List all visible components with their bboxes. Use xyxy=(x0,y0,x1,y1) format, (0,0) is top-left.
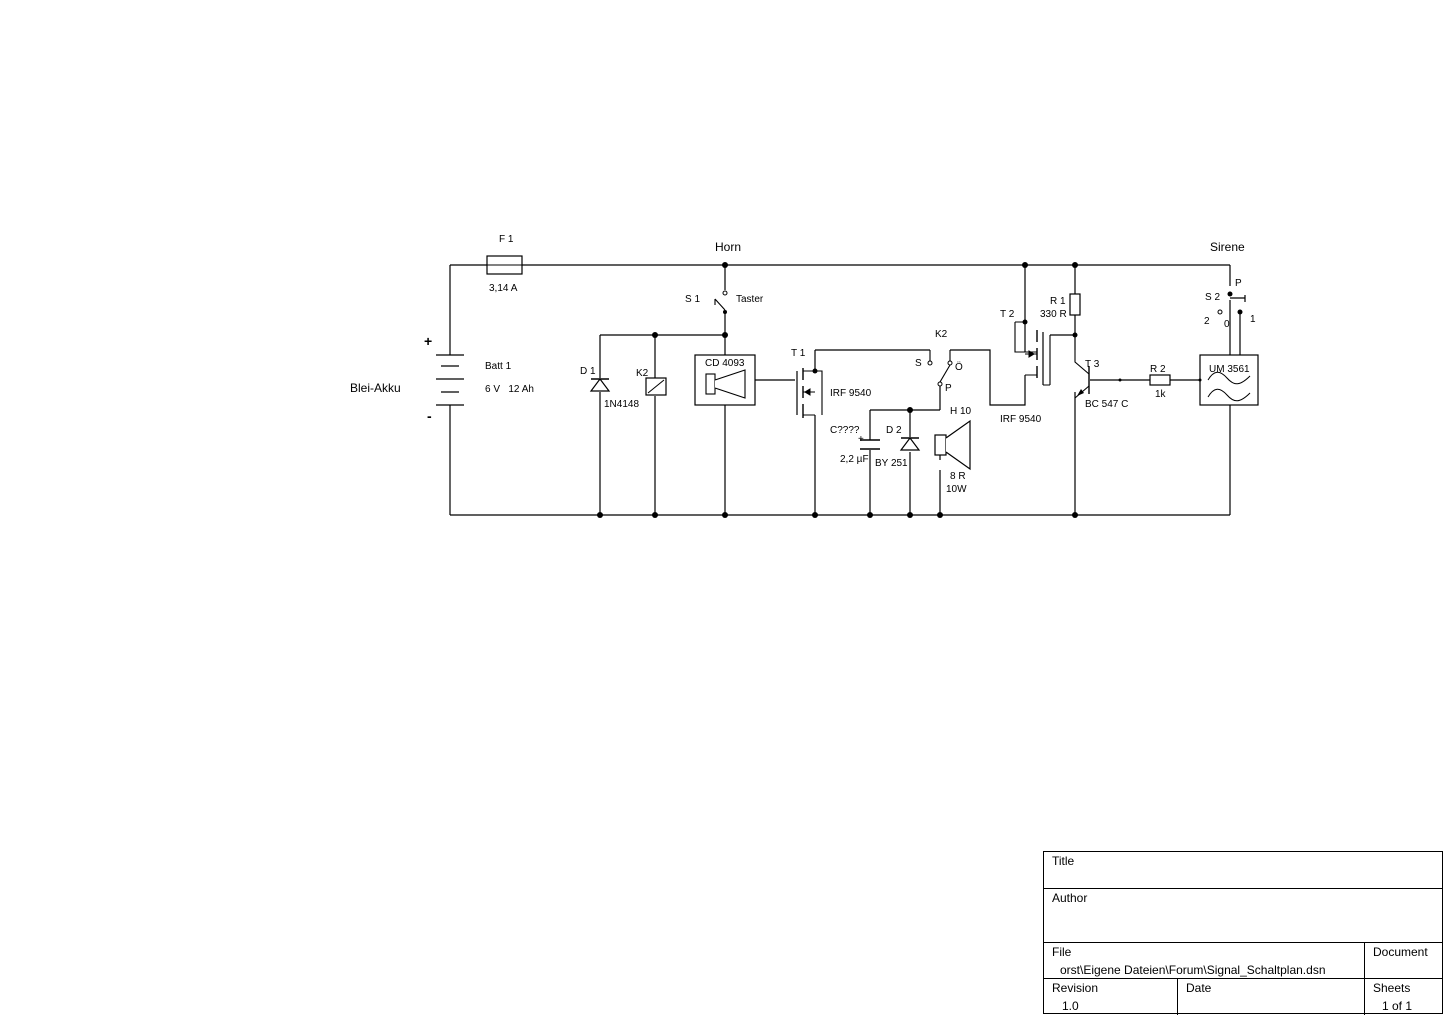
t3-value: BC 547 C xyxy=(1085,399,1128,410)
fuse-value: 3,14 A xyxy=(489,283,518,294)
relay-coil-k2: K2 xyxy=(636,368,667,396)
t2-ref: T 2 xyxy=(1000,309,1015,320)
battery-value: 6 V 12 Ah xyxy=(485,384,534,395)
revision-label: Revision xyxy=(1052,981,1099,995)
t3-ref: T 3 xyxy=(1085,359,1100,370)
capacitor-c: + C???? 2,2 µF xyxy=(830,425,880,465)
r1-value: 330 R xyxy=(1040,309,1067,320)
title-block: Title Author File orst\Eigene Dateien\Fo… xyxy=(1043,851,1443,1015)
date-label: Date xyxy=(1186,981,1212,995)
s1-ref: S 1 xyxy=(685,294,700,305)
author-label: Author xyxy=(1052,891,1088,905)
t2-value: IRF 9540 xyxy=(1000,414,1042,425)
battery-plus-sign: + xyxy=(424,333,432,349)
h10-watt: 10W xyxy=(946,484,967,495)
d1-value: 1N4148 xyxy=(604,399,639,410)
net-label-sirene: Sirene xyxy=(1210,240,1245,254)
battery-batt1: + - Blei-Akku Batt 1 6 V 12 Ah xyxy=(350,333,534,424)
date-cell: Date xyxy=(1177,979,1364,1015)
battery-minus-sign: - xyxy=(427,408,432,424)
resistor-r2: R 2 1k xyxy=(1149,364,1171,400)
wires xyxy=(449,264,1246,516)
sheets-cell: Sheets 1 of 1 xyxy=(1364,979,1443,1015)
c-plus-sign: + xyxy=(858,434,864,445)
t1-ref: T 1 xyxy=(791,348,806,359)
transistor-t3: T 3 BC 547 C xyxy=(1074,350,1128,410)
k2-switch-ref: K2 xyxy=(935,329,948,340)
c-ref: C???? xyxy=(830,425,860,436)
sheets-label: Sheets xyxy=(1373,981,1411,995)
switch-s1: S 1 Taster xyxy=(685,290,764,311)
file-value: orst\Eigene Dateien\Forum\Signal_Schaltp… xyxy=(1060,963,1326,977)
revision-row: Revision 1.0 Date Sheets 1 of 1 xyxy=(1044,978,1443,1015)
s2-contact-p: P xyxy=(1235,278,1242,289)
s2-position-1: 1 xyxy=(1250,314,1256,325)
s2-position-0: 0 xyxy=(1224,319,1230,330)
d2-value: BY 251 xyxy=(875,458,908,469)
diode-d1: D 1 1N4148 xyxy=(580,366,639,410)
r1-ref: R 1 xyxy=(1050,296,1066,307)
sheets-value: 1 of 1 xyxy=(1382,999,1413,1013)
s2-position-2: 2 xyxy=(1204,316,1210,327)
k2-coil-ref: K2 xyxy=(636,368,649,379)
battery-ref: Batt 1 xyxy=(485,361,512,372)
author-cell: Author xyxy=(1044,888,1442,942)
relay-switch-k2: K2 S Ö P xyxy=(915,329,963,394)
h10-ref: H 10 xyxy=(950,406,972,417)
mosfet-t1: T 1 IRF 9540 xyxy=(791,348,872,418)
cd4093-label: CD 4093 xyxy=(705,358,745,369)
document-label: Document xyxy=(1373,945,1428,959)
junction-dots xyxy=(597,262,1243,518)
revision-value: 1.0 xyxy=(1062,999,1079,1013)
t1-value: IRF 9540 xyxy=(830,388,872,399)
d1-ref: D 1 xyxy=(580,366,596,377)
document-cell: Document xyxy=(1364,943,1443,979)
file-cell: File orst\Eigene Dateien\Forum\Signal_Sc… xyxy=(1044,943,1364,979)
h10-ohm: 8 R xyxy=(950,471,966,482)
s2-ref: S 2 xyxy=(1205,292,1220,303)
r2-ref: R 2 xyxy=(1150,364,1166,375)
fuse-ref: F 1 xyxy=(499,234,514,245)
k2-contact-o: Ö xyxy=(955,361,963,373)
d2-ref: D 2 xyxy=(886,425,902,436)
diode-d2: D 2 BY 251 xyxy=(875,425,921,469)
s1-name: Taster xyxy=(736,294,764,305)
k2-contact-p: P xyxy=(945,383,952,394)
battery-name: Blei-Akku xyxy=(350,381,401,395)
fuse-f1: F 1 3,14 A xyxy=(486,234,523,294)
title-cell: Title xyxy=(1044,852,1442,888)
switch-s2: P S 2 2 0 1 xyxy=(1204,278,1256,330)
file-label: File xyxy=(1052,945,1072,959)
title-label: Title xyxy=(1052,854,1075,868)
resistor-r1: R 1 330 R xyxy=(1040,293,1081,320)
k2-contact-s: S xyxy=(915,358,922,369)
revision-cell: Revision 1.0 xyxy=(1044,979,1177,1015)
r2-value: 1k xyxy=(1155,389,1167,400)
ic-cd4093: CD 4093 xyxy=(694,354,756,406)
um3561-label: UM 3561 xyxy=(1209,364,1250,375)
file-row: File orst\Eigene Dateien\Forum\Signal_Sc… xyxy=(1044,942,1443,979)
ic-um3561: UM 3561 xyxy=(1199,354,1259,406)
speaker-h10: H 10 8 R 10W xyxy=(934,406,972,495)
c-value: 2,2 µF xyxy=(840,454,869,465)
net-label-horn: Horn xyxy=(715,240,741,254)
